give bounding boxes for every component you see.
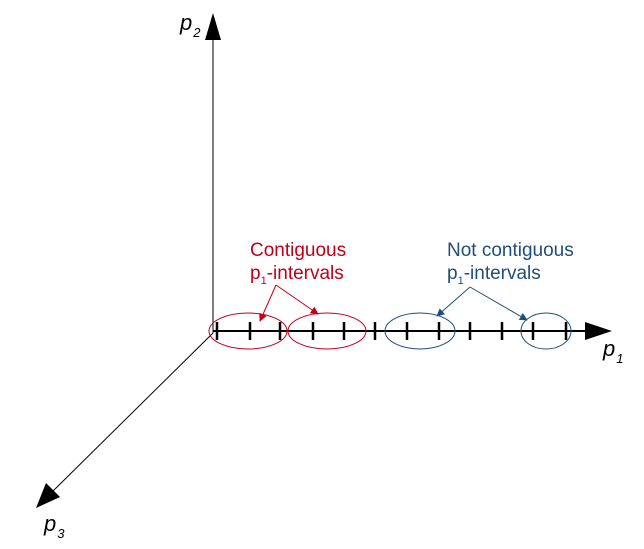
contiguous-interval-ellipse-1 (208, 312, 288, 350)
p1-tick-marks (215, 322, 568, 340)
p3-axis (36, 332, 214, 508)
not-contiguous-interval-ellipse-1 (384, 312, 456, 350)
p1-axis (213, 322, 612, 340)
contiguous-label-line2: p1-intervals (250, 263, 344, 287)
contiguous-label-line1: Contiguous (250, 240, 346, 261)
not-contiguous-annotation: Not contiguous p1-intervals (447, 240, 574, 287)
contiguous-annotation: Contiguous p1-intervals (250, 240, 346, 287)
contiguous-pointer-arrows (259, 284, 319, 322)
p3-axis-label: p3 (43, 511, 65, 541)
p1-axis-label: p1 (602, 336, 623, 366)
not-contiguous-label-line1: Not contiguous (447, 240, 574, 261)
p2-axis-label: p2 (179, 10, 201, 40)
contiguous-interval-ellipse-2 (287, 312, 367, 350)
not-contiguous-label-line2: p1-intervals (447, 263, 541, 287)
p2-axis (205, 13, 221, 333)
not-contiguous-interval-ellipse-2 (520, 312, 572, 350)
not-contiguous-pointer-arrows (436, 286, 528, 321)
